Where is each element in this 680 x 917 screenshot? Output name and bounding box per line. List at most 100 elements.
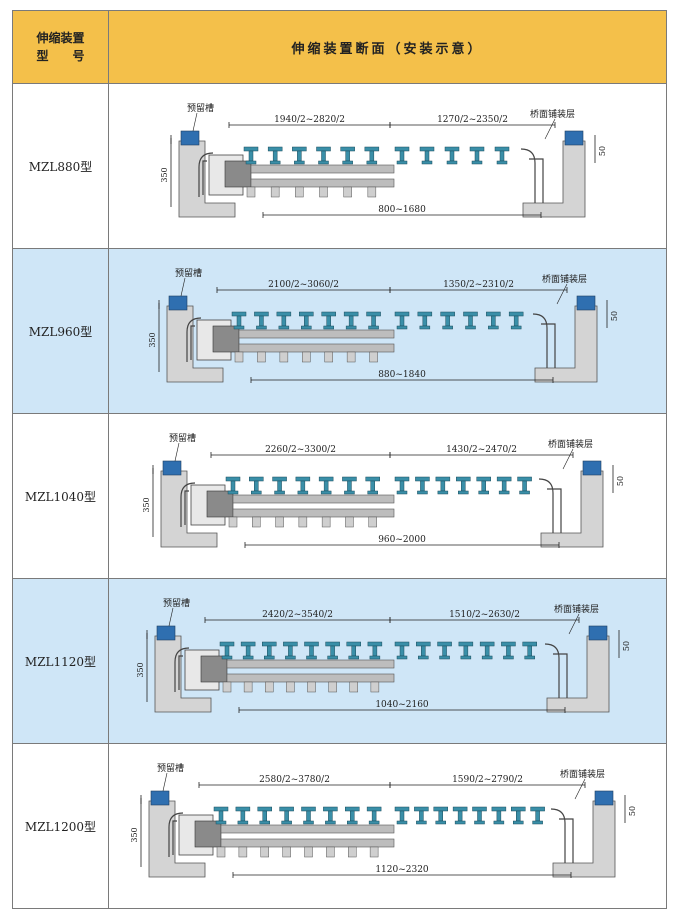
seal-beam xyxy=(318,476,334,495)
dim-bottom-line xyxy=(238,707,566,713)
seal-beam xyxy=(522,641,537,660)
seal-beam xyxy=(323,806,338,825)
groove-leader xyxy=(168,607,174,627)
right-pavement-block xyxy=(594,790,614,806)
support-post xyxy=(282,846,291,858)
seal-beam xyxy=(444,146,460,165)
seal-beam xyxy=(458,641,474,660)
support-bracket xyxy=(212,325,240,353)
seal-beam xyxy=(243,146,259,165)
support-crossbar xyxy=(226,659,395,669)
left-concrete-block xyxy=(178,140,236,218)
left-concrete-block xyxy=(148,800,206,878)
support-post xyxy=(307,681,316,693)
seal-beam xyxy=(414,806,429,825)
model-cell: MZL960型 xyxy=(12,248,109,414)
dim-left-label: 2420/2~3540/2 xyxy=(262,610,333,620)
support-post xyxy=(279,351,289,363)
left-pavement-block xyxy=(156,625,176,641)
height-right-label: 50 xyxy=(628,806,637,816)
seal-beam xyxy=(304,641,319,660)
seal-beam xyxy=(366,806,382,825)
seal-beam xyxy=(272,476,287,495)
left-anchor-loop xyxy=(168,812,184,857)
right-pavement-block xyxy=(588,625,608,641)
support-post xyxy=(368,516,377,528)
seal-beam xyxy=(479,641,495,660)
support-post xyxy=(246,186,256,198)
height-right-label: 50 xyxy=(622,641,631,651)
seal-beam xyxy=(365,476,380,495)
dim-left-label: 1940/2~2820/2 xyxy=(274,115,345,125)
dim-right-line xyxy=(389,122,556,128)
header-model-line1: 伸缩装置 xyxy=(36,31,85,45)
support-post xyxy=(302,351,311,363)
support-post xyxy=(346,351,356,363)
support-post xyxy=(369,846,379,858)
support-bracket xyxy=(200,655,228,683)
header-section-cell: 伸缩装置断面（安装示意） xyxy=(108,10,667,84)
seal-beam xyxy=(417,311,433,330)
right-anchor-loop xyxy=(520,148,544,203)
seal-beam xyxy=(394,146,410,165)
dim-bottom-label: 800~1680 xyxy=(378,205,426,215)
support-bracket xyxy=(206,490,234,518)
dim-bottom-label: 1040~2160 xyxy=(375,700,429,710)
left-pavement-block xyxy=(162,460,182,476)
pavement-leader xyxy=(574,778,586,800)
seal-beam xyxy=(325,641,340,660)
seal-beam xyxy=(491,806,507,825)
dim-bottom-label: 880~1840 xyxy=(378,370,426,380)
pavement-label: 桥面铺装层 xyxy=(554,603,599,615)
seal-beam xyxy=(346,641,361,660)
seal-beam xyxy=(240,641,256,660)
support-post xyxy=(265,681,274,693)
pavement-leader xyxy=(562,448,574,470)
height-left-label: 350 xyxy=(130,827,139,842)
height-right-label: 50 xyxy=(598,146,607,156)
height-left-label: 350 xyxy=(142,497,151,512)
right-anchor-loop xyxy=(550,808,574,863)
groove-label: 预留槽 xyxy=(187,102,214,114)
dim-right-line xyxy=(389,287,568,293)
seal-beam xyxy=(496,476,512,495)
seal-beam xyxy=(456,476,471,495)
dim-right-label: 1350/2~2310/2 xyxy=(443,280,514,290)
left-concrete-block xyxy=(166,305,224,383)
seal-beam xyxy=(213,806,229,825)
dim-bottom-label: 1120~2320 xyxy=(375,865,429,875)
seal-beam xyxy=(486,311,501,330)
left-anchor-loop xyxy=(180,482,196,527)
left-anchor-loop xyxy=(198,152,214,197)
seal-beam xyxy=(321,311,336,330)
support-post xyxy=(304,846,313,858)
groove-label: 预留槽 xyxy=(169,432,196,444)
seal-beam xyxy=(254,311,269,330)
support-post xyxy=(319,186,328,198)
support-post xyxy=(270,186,280,198)
left-pavement-block xyxy=(168,295,188,311)
seal-beam xyxy=(283,641,298,660)
left-pavement-block xyxy=(150,790,170,806)
seal-beam xyxy=(452,806,468,825)
height-left-label: 350 xyxy=(160,167,169,182)
support-post xyxy=(324,351,333,363)
support-crossbar xyxy=(220,838,395,848)
support-crossbar xyxy=(250,178,395,188)
seal-beam xyxy=(342,476,357,495)
support-crossbar xyxy=(226,673,395,683)
groove-leader xyxy=(180,277,186,297)
support-post xyxy=(222,681,232,693)
seal-beam xyxy=(345,806,360,825)
pavement-label: 桥面铺装层 xyxy=(548,438,593,450)
dim-left-label: 2260/2~3300/2 xyxy=(265,445,336,455)
right-concrete-block xyxy=(540,470,604,548)
